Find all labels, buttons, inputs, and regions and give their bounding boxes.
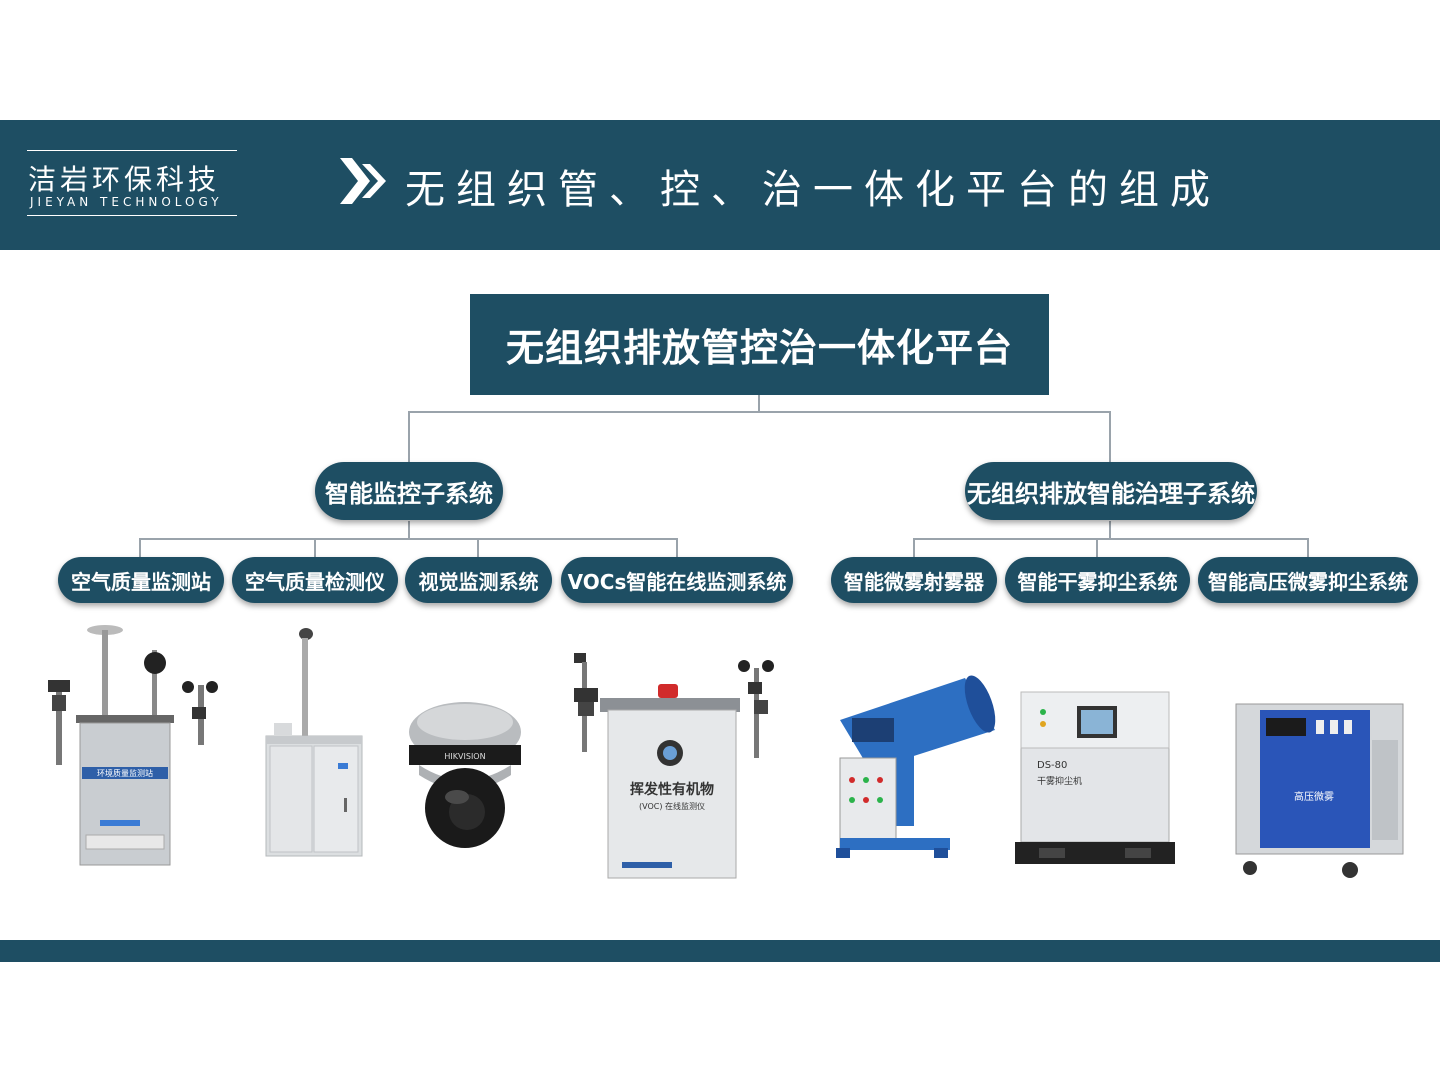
page-title: 无组织管、控、治一体化平台的组成 — [405, 167, 1221, 213]
camera-brand-text: HIKVISION — [444, 752, 485, 761]
node-fog-cannon: 智能微雾射雾器 — [831, 557, 997, 603]
connector-root-right — [759, 411, 1111, 462]
branch-monitoring: 智能监控子系统 — [315, 462, 503, 520]
ptz-camera-image: HIKVISION — [409, 702, 521, 848]
voc-monitor-image: 挥发性有机物 (VOC) 在线监测仪 — [574, 653, 774, 879]
root-node: 无组织排放管控治一体化平台 — [470, 294, 1049, 395]
fog-cannon-image — [836, 675, 996, 858]
node-hp-fog: 智能高压微雾抑尘系统 — [1198, 557, 1418, 603]
node-voc-monitor-label: VOCs智能在线监测系统 — [567, 569, 787, 594]
branch-monitoring-label: 智能监控子系统 — [325, 479, 493, 508]
connector-right-b — [1110, 538, 1309, 557]
root-node-label: 无组织排放管控治一体化平台 — [505, 326, 1013, 370]
node-fog-cannon-label: 智能微雾射雾器 — [844, 569, 984, 594]
connector-left-b — [409, 538, 678, 557]
hp-label-text: 高压微雾 — [1294, 790, 1334, 803]
air-detector-image — [265, 628, 363, 857]
branch-treatment: 无组织排放智能治理子系统 — [965, 462, 1257, 520]
fog-model-text: DS-80 — [1037, 760, 1067, 771]
connector-left-a — [139, 521, 410, 557]
station-panel-text: 环境质量监测站 — [97, 768, 153, 778]
double-chevron-right-icon — [340, 158, 386, 204]
connector-root-left — [408, 395, 760, 462]
voc-sub-text: (VOC) 在线监测仪 — [639, 801, 705, 811]
node-dry-fog-label: 智能干雾抑尘系统 — [1017, 569, 1178, 594]
logo-chinese: 洁岩环保科技 — [28, 163, 221, 196]
node-dry-fog: 智能干雾抑尘系统 — [1005, 557, 1190, 603]
node-visual-monitor: 视觉监测系统 — [405, 557, 552, 603]
logo-english: JIEYAN TECHNOLOGY — [30, 195, 223, 209]
node-visual-monitor-label: 视觉监测系统 — [418, 569, 539, 594]
logo-top-rule — [27, 150, 237, 151]
node-hp-fog-label: 智能高压微雾抑尘系统 — [1208, 569, 1408, 594]
node-voc-monitor: VOCs智能在线监测系统 — [561, 557, 793, 603]
footer-bar — [0, 940, 1440, 962]
air-station-image: 环境质量监测站 — [48, 625, 218, 866]
header-bar — [0, 120, 1440, 250]
connector-right-a — [913, 521, 1111, 557]
node-air-detector: 空气质量检测仪 — [232, 557, 398, 603]
dry-fog-image: DS-80 干雾抑尘机 — [1015, 691, 1175, 864]
node-air-detector-label: 空气质量检测仪 — [245, 569, 385, 594]
branch-treatment-label: 无组织排放智能治理子系统 — [967, 479, 1255, 508]
fog-sub-text: 干雾抑尘机 — [1037, 775, 1082, 787]
node-air-station: 空气质量监测站 — [58, 557, 224, 603]
logo-bottom-rule — [27, 215, 237, 216]
hp-fog-image: 高压微雾 — [1235, 703, 1404, 878]
node-air-station-label: 空气质量监测站 — [71, 569, 211, 594]
voc-label-text: 挥发性有机物 — [630, 781, 714, 798]
